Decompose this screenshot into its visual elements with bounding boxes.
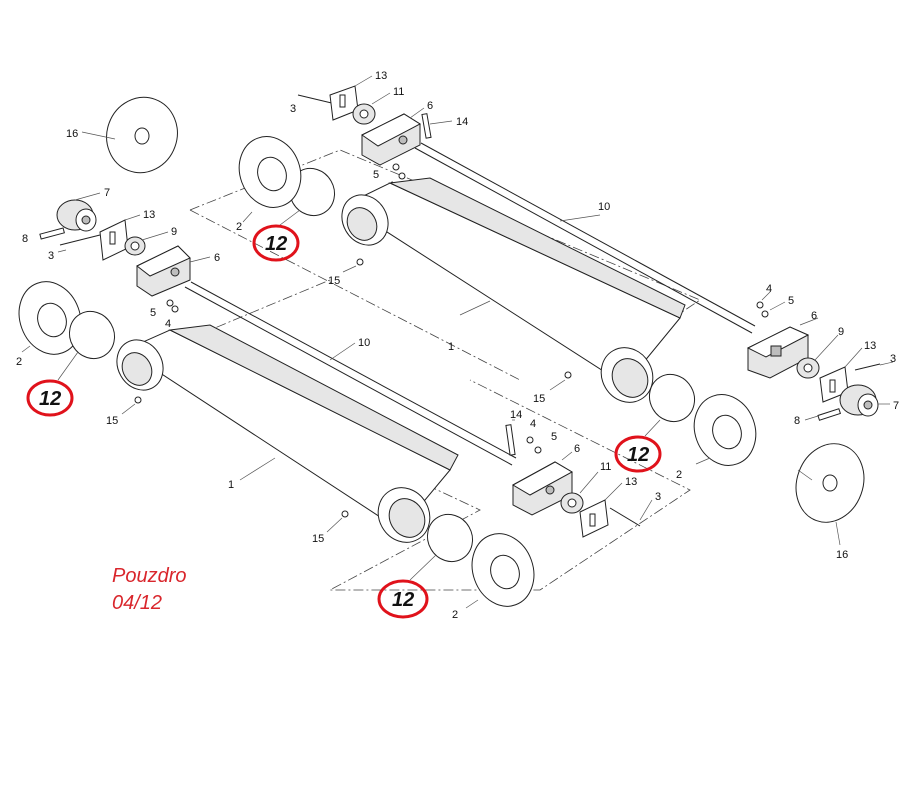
callout-13: 13 <box>143 209 155 221</box>
left-end-hardware: 7 8 3 13 9 6 5 4 <box>22 187 220 330</box>
callout-12-right: 12 <box>627 444 649 466</box>
callout-4-left: 4 <box>165 318 171 330</box>
disc-16-right: 16 <box>795 443 865 561</box>
callout-5-right: 5 <box>788 295 794 307</box>
callout-12-left: 12 <box>39 388 61 410</box>
callout-14-mid: 14 <box>510 409 522 421</box>
callout-15-top: 15 <box>328 275 340 287</box>
callout-16-right: 16 <box>836 549 848 561</box>
caption-line-1: Pouzdro <box>112 565 187 587</box>
callout-6-mid: 6 <box>574 443 580 455</box>
lower-roller-assembly: 2 10 1 15 15 2 14 <box>16 281 661 621</box>
callout-9: 9 <box>171 226 177 238</box>
callout-2-top-left: 2 <box>236 221 242 233</box>
callout-5-top: 5 <box>373 169 379 181</box>
callout-1-top: 1 <box>448 341 454 353</box>
callout-14-top: 14 <box>456 116 468 128</box>
disc-16-left: 16 <box>66 96 178 174</box>
callout-3-mid: 3 <box>655 491 661 503</box>
callout-11-top: 11 <box>393 86 404 98</box>
callout-8: 8 <box>22 233 28 245</box>
callout-6-top: 6 <box>427 100 433 112</box>
callout-13-top: 13 <box>375 70 387 82</box>
callout-10-top: 10 <box>598 201 610 213</box>
callout-15-left: 15 <box>106 415 118 427</box>
callout-2-top-right: 2 <box>676 469 682 481</box>
callout-13-right: 13 <box>864 340 876 352</box>
red-ring <box>614 435 662 473</box>
callout-2-bottom: 2 <box>452 609 458 621</box>
callout-2-left: 2 <box>16 356 22 368</box>
red-ring <box>26 379 74 417</box>
red-ring <box>252 224 300 262</box>
callout-6: 6 <box>214 252 220 264</box>
callout-3: 3 <box>48 250 54 262</box>
callout-5-left: 5 <box>150 307 156 319</box>
highlight-12-right: 12 <box>614 419 662 473</box>
callout-3-top: 3 <box>290 103 296 115</box>
callout-6-right: 6 <box>811 310 817 322</box>
callout-12-upper-left: 12 <box>265 233 287 255</box>
red-ring <box>377 579 429 619</box>
highlight-12-left: 12 <box>26 351 79 417</box>
callout-4-mid: 4 <box>530 418 536 430</box>
callout-15-bottom: 15 <box>312 533 324 545</box>
callout-12-bottom: 12 <box>392 589 414 611</box>
callout-3-right: 3 <box>890 353 896 365</box>
callout-15-mid: 15 <box>533 393 545 405</box>
callout-10-bottom: 10 <box>358 337 370 349</box>
callout-1-bottom: 1 <box>228 479 234 491</box>
callout-7-right: 7 <box>893 400 899 412</box>
highlight-12-group: 12 12 12 12 <box>26 209 662 619</box>
callout-16: 16 <box>66 128 78 140</box>
callout-11-mid: 11 <box>600 461 611 473</box>
caption-line-2: 04/12 <box>112 592 162 614</box>
callout-13-mid: 13 <box>625 476 637 488</box>
callout-4-right: 4 <box>766 283 772 295</box>
upper-roller-assembly: 3 13 11 6 14 5 4 10 1 <box>236 70 757 481</box>
callout-5-mid: 5 <box>551 431 557 443</box>
callout-8-right: 8 <box>794 415 800 427</box>
callout-7: 7 <box>104 187 110 199</box>
callout-9-right: 9 <box>838 326 844 338</box>
highlight-12-bottom: 12 <box>377 554 437 619</box>
caption: Pouzdro 04/12 <box>112 565 187 614</box>
highlight-12-upper-left: 12 <box>252 209 301 262</box>
right-end-hardware: 4 5 6 9 13 3 7 8 <box>746 283 899 427</box>
